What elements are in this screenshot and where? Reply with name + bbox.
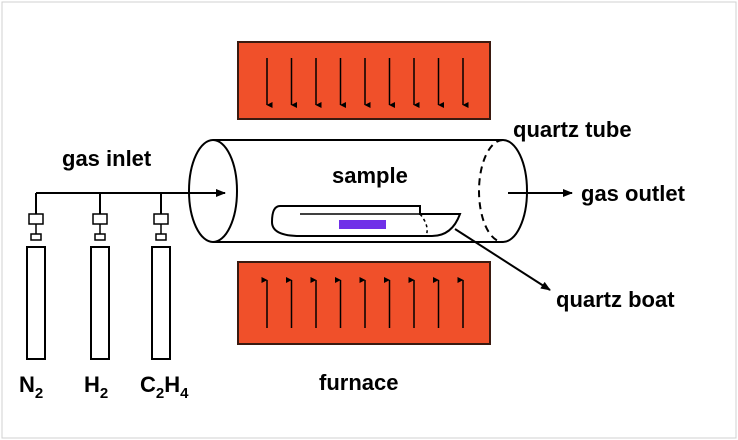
furnace-label: furnace [319, 370, 398, 395]
sample-label: sample [332, 163, 408, 188]
quartz-tube-label: quartz tube [513, 117, 632, 142]
gas-label-h2: H2 [84, 372, 108, 402]
tube-outlet-end-front [502, 139, 528, 243]
furnace-bottom [237, 261, 491, 345]
quartz-tube [188, 139, 528, 243]
gas-cylinder-h2 [90, 193, 110, 360]
tube-inlet-end [188, 139, 238, 243]
gas-cylinder-c2h4 [151, 193, 171, 360]
quartz-boat-pointer [454, 228, 551, 291]
gas-cylinder-n2 [26, 193, 46, 360]
gas-label-n2: N2 [19, 372, 43, 402]
sample [339, 220, 386, 229]
gas-outlet-label: gas outlet [581, 181, 686, 206]
quartz-boat-label: quartz boat [556, 287, 675, 312]
furnace-top [237, 41, 491, 120]
gas-inlet-label: gas inlet [62, 146, 152, 171]
gas-label-c2h4: C2H4 [140, 372, 189, 402]
tube-outlet-end-back [478, 139, 504, 243]
